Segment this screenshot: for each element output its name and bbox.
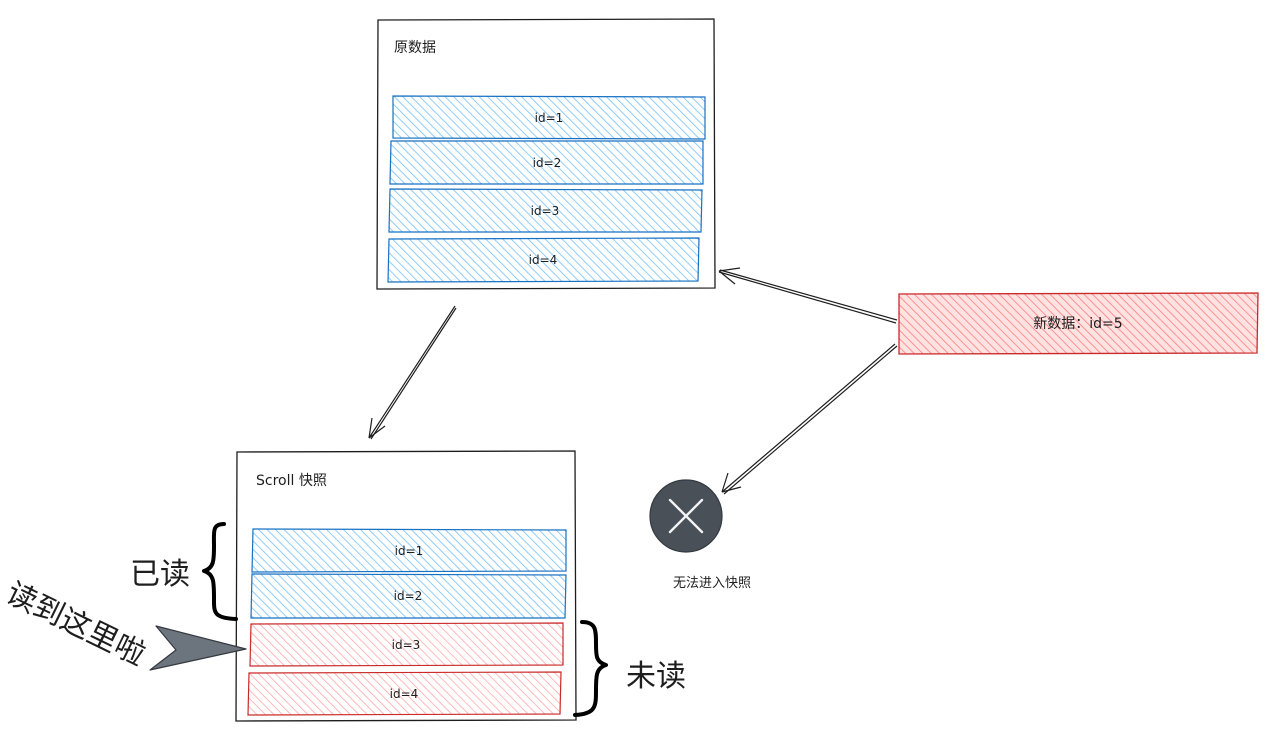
read-label: 已读 bbox=[130, 557, 190, 592]
close-icon bbox=[668, 498, 704, 534]
original-row: id=1 bbox=[392, 95, 706, 140]
snapshot-row-read: id=2 bbox=[250, 573, 567, 619]
unread-label: 未读 bbox=[626, 659, 686, 694]
original-data-title: 原数据 bbox=[394, 40, 436, 56]
rejected-label: 无法进入快照 bbox=[673, 576, 751, 591]
original-data-panel: 原数据 id=1 id=2 id=3 id=4 bbox=[376, 18, 716, 290]
snapshot-row-label: id=1 bbox=[395, 544, 424, 558]
rejected-indicator: 无法进入快照 bbox=[649, 479, 751, 591]
original-row-label: id=4 bbox=[529, 253, 558, 267]
snapshot-row-label: id=4 bbox=[390, 687, 419, 701]
snapshot-row-unread: id=3 bbox=[249, 622, 564, 667]
original-row-label: id=3 bbox=[531, 204, 560, 218]
original-row: id=3 bbox=[388, 188, 703, 233]
read-pointer-arrow bbox=[149, 625, 247, 671]
snapshot-arrow bbox=[368, 305, 457, 440]
original-row-label: id=2 bbox=[533, 156, 562, 170]
snapshot-row-unread: id=4 bbox=[247, 671, 562, 716]
snapshot-panel: Scroll 快照 id=1 id=2 id=3 id=4 bbox=[235, 450, 577, 722]
rejected-arrow bbox=[721, 343, 898, 495]
snapshot-row-read: id=1 bbox=[251, 528, 567, 573]
original-row: id=2 bbox=[389, 140, 704, 185]
new-data-label: 新数据：id=5 bbox=[1033, 316, 1122, 332]
snapshot-title: Scroll 快照 bbox=[256, 473, 327, 489]
insert-arrow bbox=[718, 267, 898, 324]
new-data-box: 新数据：id=5 bbox=[898, 292, 1259, 355]
pointer-label: 读到这里啦 bbox=[0, 576, 150, 673]
original-row-label: id=1 bbox=[535, 111, 564, 125]
original-row: id=4 bbox=[387, 237, 700, 283]
snapshot-row-label: id=3 bbox=[392, 638, 421, 652]
snapshot-row-label: id=2 bbox=[394, 589, 423, 603]
read-brace bbox=[202, 522, 238, 621]
unread-brace bbox=[573, 620, 608, 717]
